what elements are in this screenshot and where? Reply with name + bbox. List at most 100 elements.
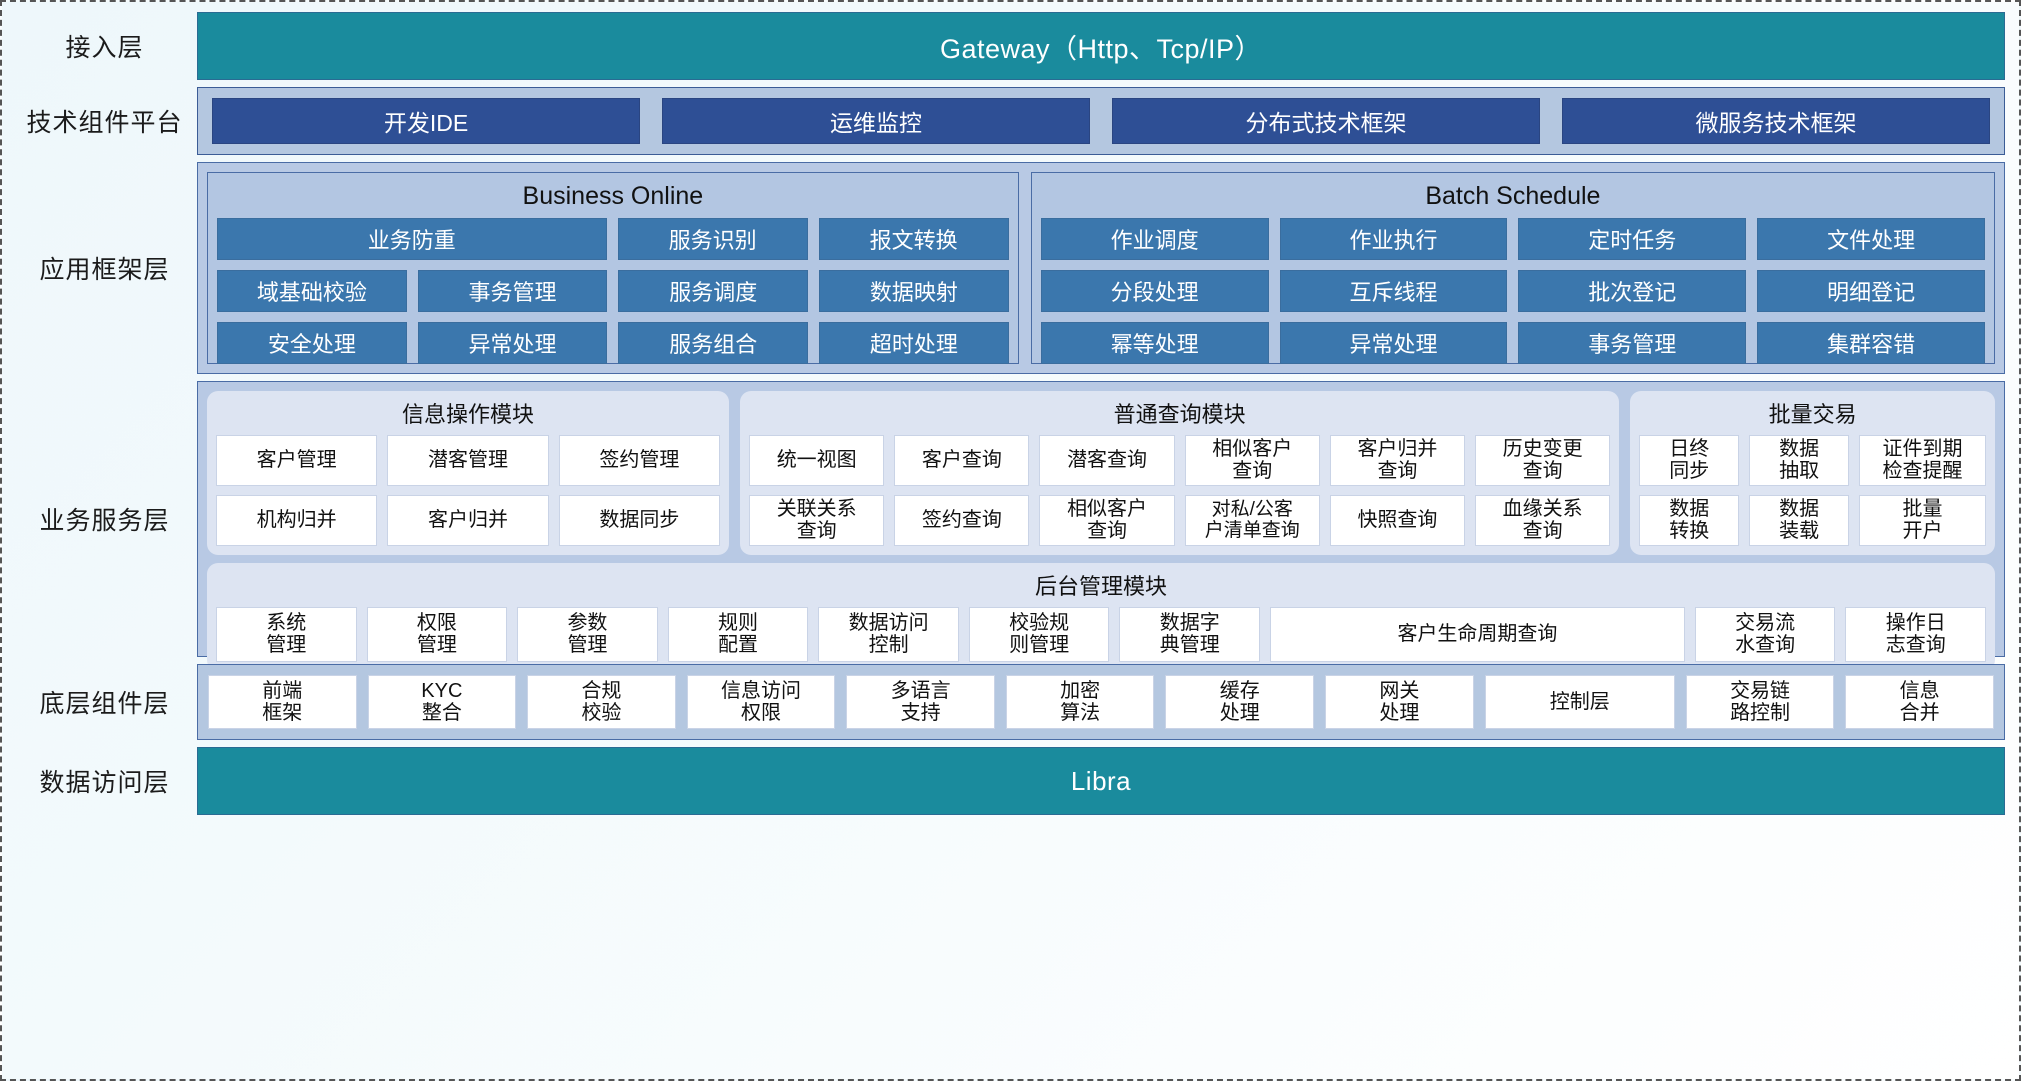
service-cell[interactable]: 签约管理 (558, 435, 721, 486)
app-cell[interactable]: 业务防重 (217, 218, 607, 260)
group-row: 安全处理 异常处理 服务组合 超时处理 (217, 322, 1009, 364)
admin-cell[interactable]: 数据访问控制 (818, 606, 959, 662)
service-cell[interactable]: 相似客户查询 (1039, 494, 1175, 546)
app-cell[interactable]: 事务管理 (1518, 322, 1747, 364)
app-cell[interactable]: 服务调度 (618, 270, 809, 312)
service-cell[interactable]: 数据装载 (1749, 494, 1850, 546)
service-cell[interactable]: 血缘关系查询 (1475, 494, 1611, 546)
card-row: 统一视图 客户查询 潜客查询 相似客户查询 客户归并查询 历史变更查询 (749, 435, 1611, 486)
service-cell[interactable]: 证件到期检查提醒 (1859, 435, 1986, 486)
service-cell[interactable]: 快照查询 (1329, 494, 1466, 546)
tech-chip[interactable]: 微服务技术框架 (1562, 98, 1990, 144)
service-cell[interactable]: 客户归并查询 (1329, 435, 1466, 486)
service-cell[interactable]: 相似客户查询 (1184, 435, 1320, 486)
admin-cell[interactable]: 操作日志查询 (1845, 606, 1986, 662)
layer-row-access: 接入层 Gateway（Http、Tcp/IP） (12, 12, 2005, 80)
admin-cell[interactable]: 校验规则管理 (968, 606, 1110, 662)
component-cell[interactable]: 交易链路控制 (1685, 675, 1835, 729)
card-row: 日终同步 数据抽取 证件到期检查提醒 (1639, 435, 1986, 486)
service-cell[interactable]: 潜客管理 (387, 435, 549, 486)
admin-cell[interactable]: 规则配置 (667, 606, 809, 662)
app-cell[interactable]: 报文转换 (818, 218, 1009, 260)
app-cell[interactable]: 服务组合 (618, 322, 809, 364)
card-title: 信息操作模块 (402, 402, 535, 427)
app-cell[interactable]: 明细登记 (1757, 270, 1985, 312)
app-cell[interactable]: 集群容错 (1757, 322, 1985, 364)
component-cell[interactable]: 信息合并 (1845, 675, 1994, 729)
layer-label-base-component: 底层组件层 (39, 690, 170, 718)
app-cell[interactable]: 作业调度 (1040, 218, 1269, 260)
service-cell[interactable]: 数据转换 (1639, 494, 1740, 546)
service-cell[interactable]: 统一视图 (749, 435, 885, 486)
card-title: 批量交易 (1768, 402, 1857, 427)
app-cell[interactable]: 安全处理 (217, 322, 407, 364)
layer-label-data-access: 数据访问层 (39, 769, 170, 797)
admin-cell[interactable]: 数据字典管理 (1119, 606, 1261, 662)
card-row: 客户管理 潜客管理 签约管理 (216, 435, 721, 486)
gateway-bar[interactable]: Gateway（Http、Tcp/IP） (197, 12, 2005, 80)
group-rows: 作业调度 作业执行 定时任务 文件处理 分段处理 互斥线程 批次登记 明细登记 (1040, 218, 1985, 364)
component-cell[interactable]: 网关处理 (1325, 675, 1474, 729)
service-cell[interactable]: 潜客查询 (1039, 435, 1175, 486)
admin-cell[interactable]: 客户生命周期查询 (1270, 606, 1685, 662)
app-cell[interactable]: 异常处理 (417, 322, 608, 364)
app-cell[interactable]: 异常处理 (1279, 322, 1508, 364)
service-cell[interactable]: 客户管理 (216, 435, 378, 486)
component-cell[interactable]: 控制层 (1484, 675, 1675, 729)
component-cell[interactable]: 加密算法 (1005, 675, 1155, 729)
app-cell[interactable]: 分段处理 (1040, 270, 1269, 312)
app-cell[interactable]: 文件处理 (1757, 218, 1985, 260)
component-cell[interactable]: 缓存处理 (1165, 675, 1315, 729)
biz-card-admin-module: 后台管理模块 系统管理 权限管理 参数管理 规则配置 数据访问控制 校验规则管理… (207, 562, 1995, 671)
app-cell[interactable]: 定时任务 (1518, 218, 1747, 260)
app-cell[interactable]: 事务管理 (417, 270, 608, 312)
app-cell[interactable]: 数据映射 (819, 270, 1009, 312)
component-cell[interactable]: 合规校验 (527, 675, 676, 729)
layer-label-tech-platform: 技术组件平台 (26, 109, 183, 137)
app-cell[interactable]: 批次登记 (1518, 270, 1747, 312)
service-cell[interactable]: 关联关系查询 (749, 494, 885, 546)
service-cell[interactable]: 机构归并 (216, 494, 378, 546)
app-cell[interactable]: 服务识别 (617, 218, 808, 260)
admin-cell[interactable]: 系统管理 (216, 606, 357, 662)
biz-card-batch-transaction: 批量交易 日终同步 数据抽取 证件到期检查提醒 数据转换 数据装载 (1630, 391, 1995, 555)
service-cell[interactable]: 日终同步 (1639, 435, 1740, 486)
component-cell[interactable]: 信息访问权限 (686, 675, 836, 729)
admin-cell[interactable]: 交易流水查询 (1694, 606, 1836, 662)
card-row: 机构归并 客户归并 数据同步 (216, 494, 721, 546)
service-cell[interactable]: 批量开户 (1859, 494, 1986, 546)
app-cell[interactable]: 域基础校验 (217, 270, 407, 312)
card-row: 系统管理 权限管理 参数管理 规则配置 数据访问控制 校验规则管理 数据字典管理… (216, 606, 1986, 662)
service-cell[interactable]: 数据同步 (558, 494, 721, 546)
app-cell[interactable]: 互斥线程 (1279, 270, 1508, 312)
admin-cell[interactable]: 参数管理 (517, 606, 658, 662)
tech-chip[interactable]: 分布式技术框架 (1112, 98, 1540, 144)
libra-bar[interactable]: Libra (197, 747, 2005, 815)
tech-chip[interactable]: 开发IDE (212, 98, 640, 144)
layer-body-access: Gateway（Http、Tcp/IP） (197, 12, 2005, 80)
tech-chip[interactable]: 运维监控 (662, 98, 1090, 144)
layer-label-app-framework: 应用框架层 (39, 256, 170, 284)
service-cell[interactable]: 对私/公客户清单查询 (1184, 494, 1320, 546)
app-cell[interactable]: 超时处理 (819, 322, 1009, 364)
business-cards-row: 信息操作模块 客户管理 潜客管理 签约管理 机构归并 客户归并 (207, 391, 1995, 555)
component-cell[interactable]: 多语言支持 (846, 675, 995, 729)
admin-cell[interactable]: 权限管理 (366, 606, 508, 662)
card-row: 关联关系查询 签约查询 相似客户查询 对私/公客户清单查询 快照查询 血缘关系查… (749, 494, 1611, 546)
component-cell[interactable]: 前端框架 (208, 675, 357, 729)
service-cell[interactable]: 历史变更查询 (1475, 435, 1611, 486)
layer-body-data-access: Libra (197, 747, 2005, 815)
app-cell[interactable]: 幂等处理 (1040, 322, 1269, 364)
service-cell[interactable]: 客户归并 (387, 494, 549, 546)
biz-card-normal-query: 普通查询模块 统一视图 客户查询 潜客查询 相似客户查询 客户归并查询 历史变更… (740, 391, 1620, 555)
card-title: 后台管理模块 (1034, 573, 1167, 599)
service-cell[interactable]: 签约查询 (894, 494, 1030, 546)
service-cell[interactable]: 客户查询 (894, 435, 1030, 486)
group-rows: 业务防重 服务识别 报文转换 域基础校验 事务管理 服务调度 数据映射 (217, 218, 1009, 364)
app-cell[interactable]: 作业执行 (1279, 218, 1508, 260)
service-cell[interactable]: 数据抽取 (1749, 435, 1850, 486)
